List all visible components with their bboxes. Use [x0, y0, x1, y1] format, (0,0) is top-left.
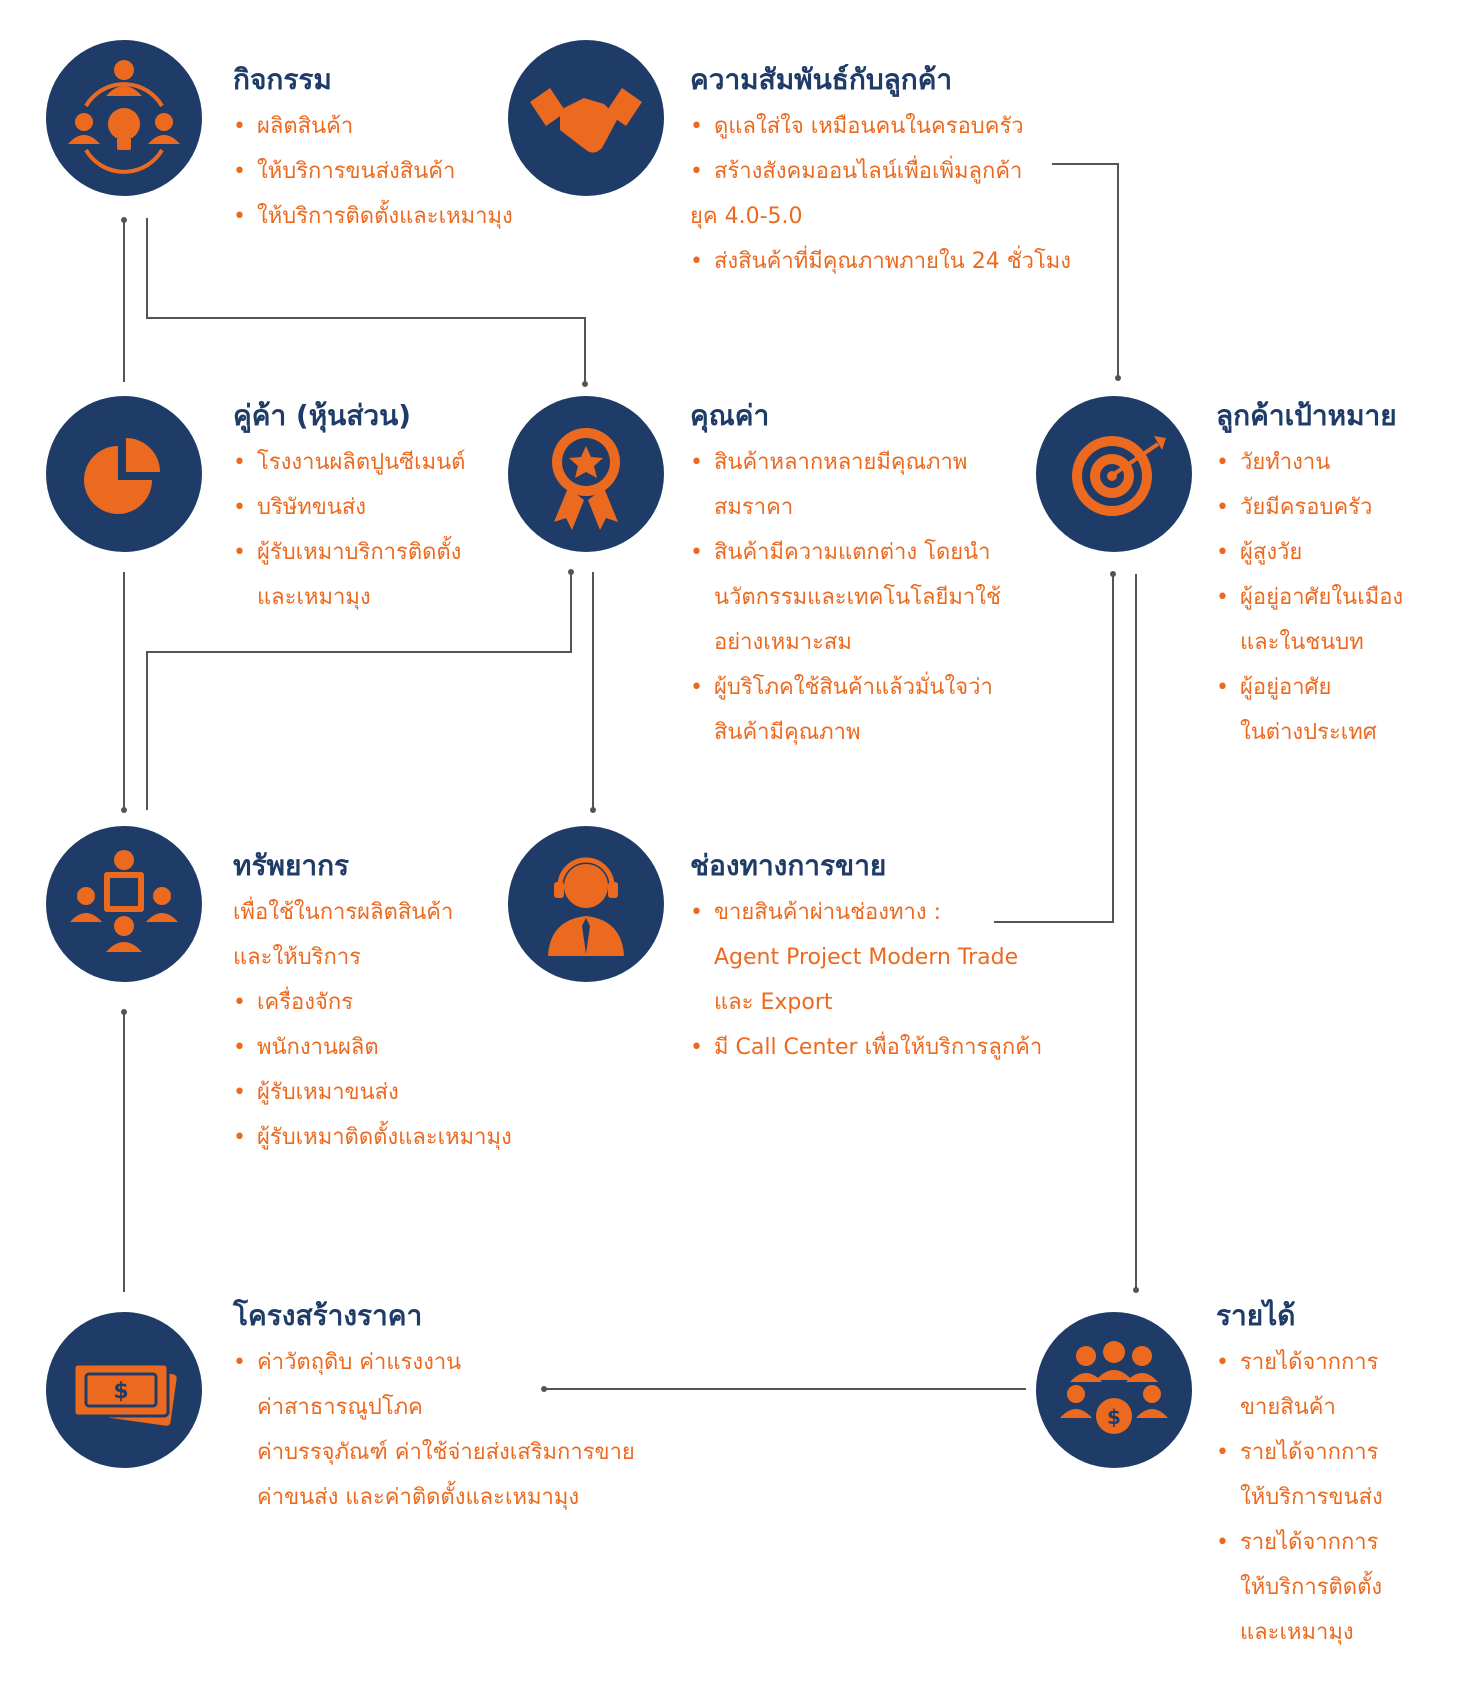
list-item-continuation: อย่างเหมาะสม	[714, 630, 852, 655]
svg-text:$: $	[113, 1379, 128, 1404]
value-block: คุณค่า สินค้าหลากหลายมีคุณภาพ สมราคา สิน…	[690, 394, 1001, 755]
activities-block: กิจกรรม ผลิตสินค้า ให้บริการขนส่งสินค้า …	[233, 58, 513, 239]
list-item: ส่งสินค้าที่มีคุณภาพภายใน 24 ชั่วโมง	[690, 239, 1071, 284]
list-item: ผู้บริโภคใช้สินค้าแล้วมั่นใจว่า	[690, 665, 1001, 710]
award-badge-icon	[552, 428, 620, 530]
headset-agent-icon	[548, 857, 624, 956]
list-item: สร้างสังคมออนไลน์เพื่อเพิ่มลูกค้า	[690, 149, 1071, 194]
list-item: รายได้จากการ	[1216, 1340, 1383, 1385]
list-item-continuation: ให้บริการติดตั้ง	[1240, 1575, 1383, 1600]
cost-circle: $	[46, 1312, 202, 1468]
list-item: โรงงานผลิตปูนซีเมนต์	[233, 440, 465, 485]
list-item: ให้บริการขนส่งสินค้า	[233, 149, 513, 194]
list-item-continuation: Agent Project Modern Trade	[714, 945, 1019, 970]
handshake-icon	[530, 88, 642, 153]
list-item: ผลิตสินค้า	[233, 104, 513, 149]
cost-block: โครงสร้างราคา ค่าวัตถุดิบ ค่าแรงงาน ค่าส…	[233, 1294, 635, 1520]
channels-circle	[508, 826, 664, 982]
list-item-continuation: และในชนบท	[1240, 630, 1364, 655]
relationship-circle	[508, 40, 664, 196]
channels-title: ช่องทางการขาย	[690, 849, 887, 882]
list-item: สินค้ามีความแตกต่าง โดยนำ	[690, 530, 1001, 575]
list-item-continuation: และ Export	[714, 990, 833, 1015]
value-circle	[508, 396, 664, 552]
list-item: ผู้สูงวัย	[1216, 530, 1403, 575]
list-item-continuation: ในต่างประเทศ	[1240, 720, 1377, 745]
list-item: ขายสินค้าผ่านช่องทาง :	[690, 890, 1042, 935]
partners-circle	[46, 396, 202, 552]
list-item: ผู้อยู่อาศัยในเมือง	[1216, 575, 1403, 620]
list-item: ดูแลใส่ใจ เหมือนคนในครอบครัว	[690, 104, 1071, 149]
target-block: ลูกค้าเป้าหมาย วัยทำงาน วัยมีครอบครัว ผู…	[1216, 394, 1403, 755]
team-presentation-icon	[70, 850, 178, 952]
resources-intro: เพื่อใช้ในการผลิตสินค้า	[233, 900, 454, 925]
cost-title: โครงสร้างราคา	[233, 1299, 423, 1332]
resources-block: ทรัพยากร เพื่อใช้ในการผลิตสินค้า และให้บ…	[233, 844, 512, 1160]
revenue-title: รายได้	[1216, 1299, 1296, 1332]
list-item-continuation: และเหมามุง	[257, 585, 371, 610]
list-item: วัยทำงาน	[1216, 440, 1403, 485]
resources-circle	[46, 826, 202, 982]
activities-circle	[46, 40, 202, 196]
partners-block: คู่ค้า (หุ้นส่วน) โรงงานผลิตปูนซีเมนต์ บ…	[233, 394, 465, 620]
people-lightbulb-icon	[68, 60, 180, 174]
list-item-continuation: ค่าสาธารณูปโภค	[257, 1395, 423, 1420]
partners-title: คู่ค้า (หุ้นส่วน)	[233, 399, 412, 432]
value-title: คุณค่า	[690, 399, 770, 432]
list-item: ผู้รับเหมาติดตั้งและเหมามุง	[233, 1115, 512, 1160]
relationship-block: ความสัมพันธ์กับลูกค้า ดูแลใส่ใจ เหมือนคน…	[690, 58, 1071, 284]
list-item: วัยมีครอบครัว	[1216, 485, 1403, 530]
list-item: ให้บริการติดตั้งและเหมามุง	[233, 194, 513, 239]
target-arrow-icon	[1072, 436, 1166, 516]
list-item-continuation: ค่าบรรจุภัณฑ์ ค่าใช้จ่ายส่งเสริมการขาย	[257, 1440, 635, 1465]
list-item: มี Call Center เพื่อให้บริการลูกค้า	[690, 1025, 1042, 1070]
list-item-continuation: และเหมามุง	[1240, 1620, 1354, 1645]
list-item: ผู้อยู่อาศัย	[1216, 665, 1403, 710]
list-item: ค่าวัตถุดิบ ค่าแรงงาน	[233, 1340, 635, 1385]
list-item: ผู้รับเหมาบริการติดตั้ง	[233, 530, 465, 575]
target-title: ลูกค้าเป้าหมาย	[1216, 399, 1397, 432]
revenue-block: รายได้ รายได้จากการ ขายสินค้า รายได้จากก…	[1216, 1294, 1383, 1655]
list-item-continuation: สินค้ามีคุณภาพ	[714, 720, 861, 745]
list-item: เครื่องจักร	[233, 980, 512, 1025]
list-item: ผู้รับเหมาขนส่ง	[233, 1070, 512, 1115]
list-item: รายได้จากการ	[1216, 1430, 1383, 1475]
list-item: สินค้าหลากหลายมีคุณภาพ	[690, 440, 1001, 485]
list-item-continuation: ยุค 4.0-5.0	[690, 204, 803, 229]
list-item: บริษัทขนส่ง	[233, 485, 465, 530]
resources-intro: และให้บริการ	[233, 945, 361, 970]
resources-title: ทรัพยากร	[233, 849, 350, 882]
activities-title: กิจกรรม	[233, 63, 332, 96]
list-item-continuation: ค่าขนส่ง และค่าติดตั้งและเหมามุง	[257, 1485, 580, 1510]
list-item-continuation: ให้บริการขนส่ง	[1240, 1485, 1383, 1510]
list-item: รายได้จากการ	[1216, 1520, 1383, 1565]
list-item-continuation: นวัตกรรมและเทคโนโลยีมาใช้	[714, 585, 1001, 610]
list-item: พนักงานผลิต	[233, 1025, 512, 1070]
channels-block: ช่องทางการขาย ขายสินค้าผ่านช่องทาง : Age…	[690, 844, 1042, 1070]
target-circle	[1036, 396, 1192, 552]
group-coin-icon: $	[1060, 1341, 1168, 1434]
money-bill-icon: $	[72, 1362, 177, 1426]
svg-text:$: $	[1107, 1405, 1121, 1429]
revenue-circle: $	[1036, 1312, 1192, 1468]
list-item-continuation: ขายสินค้า	[1240, 1395, 1336, 1420]
relationship-title: ความสัมพันธ์กับลูกค้า	[690, 63, 953, 96]
pie-chart-icon	[84, 438, 160, 514]
list-item-continuation: สมราคา	[714, 495, 794, 520]
